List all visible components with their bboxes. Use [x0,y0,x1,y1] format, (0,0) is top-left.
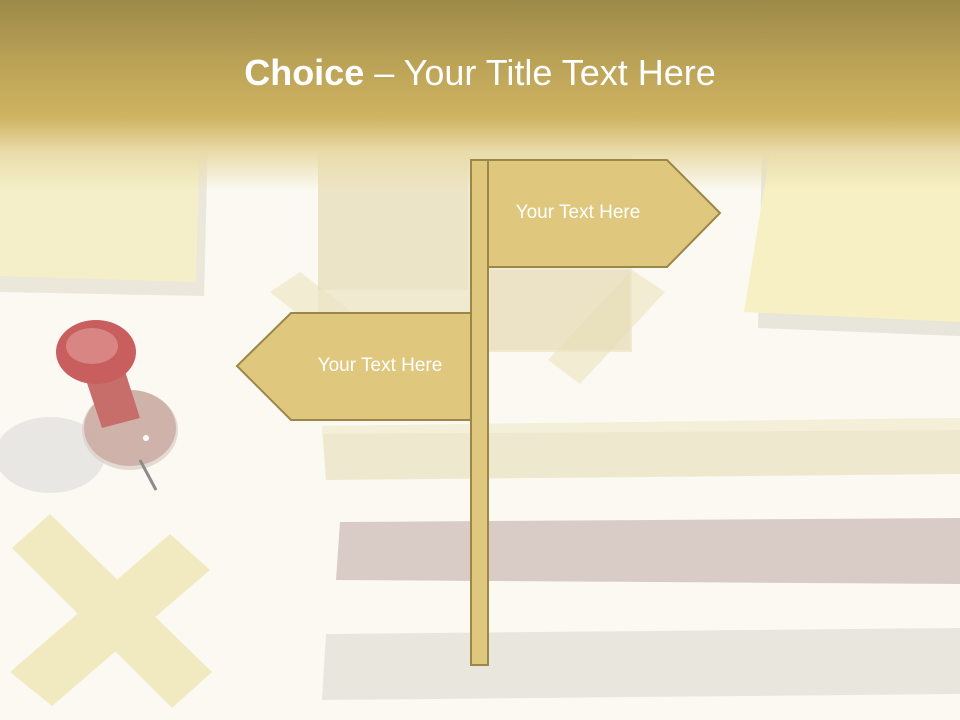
signpost-pole [470,159,489,666]
tape-cross-bottom [10,514,212,708]
brush-stroke-2 [336,518,960,584]
sign-left [235,312,472,421]
sign-right-text: Your Text Here [515,202,641,223]
pushpin-icon [0,320,178,493]
header-band [0,0,960,190]
title-bold: Choice [244,52,365,93]
sign-right [487,159,722,268]
page-title: Choice – Your Title Text Here [0,52,960,94]
title-rest: – Your Title Text Here [364,52,716,93]
sign-left-text: Your Text Here [317,355,443,376]
